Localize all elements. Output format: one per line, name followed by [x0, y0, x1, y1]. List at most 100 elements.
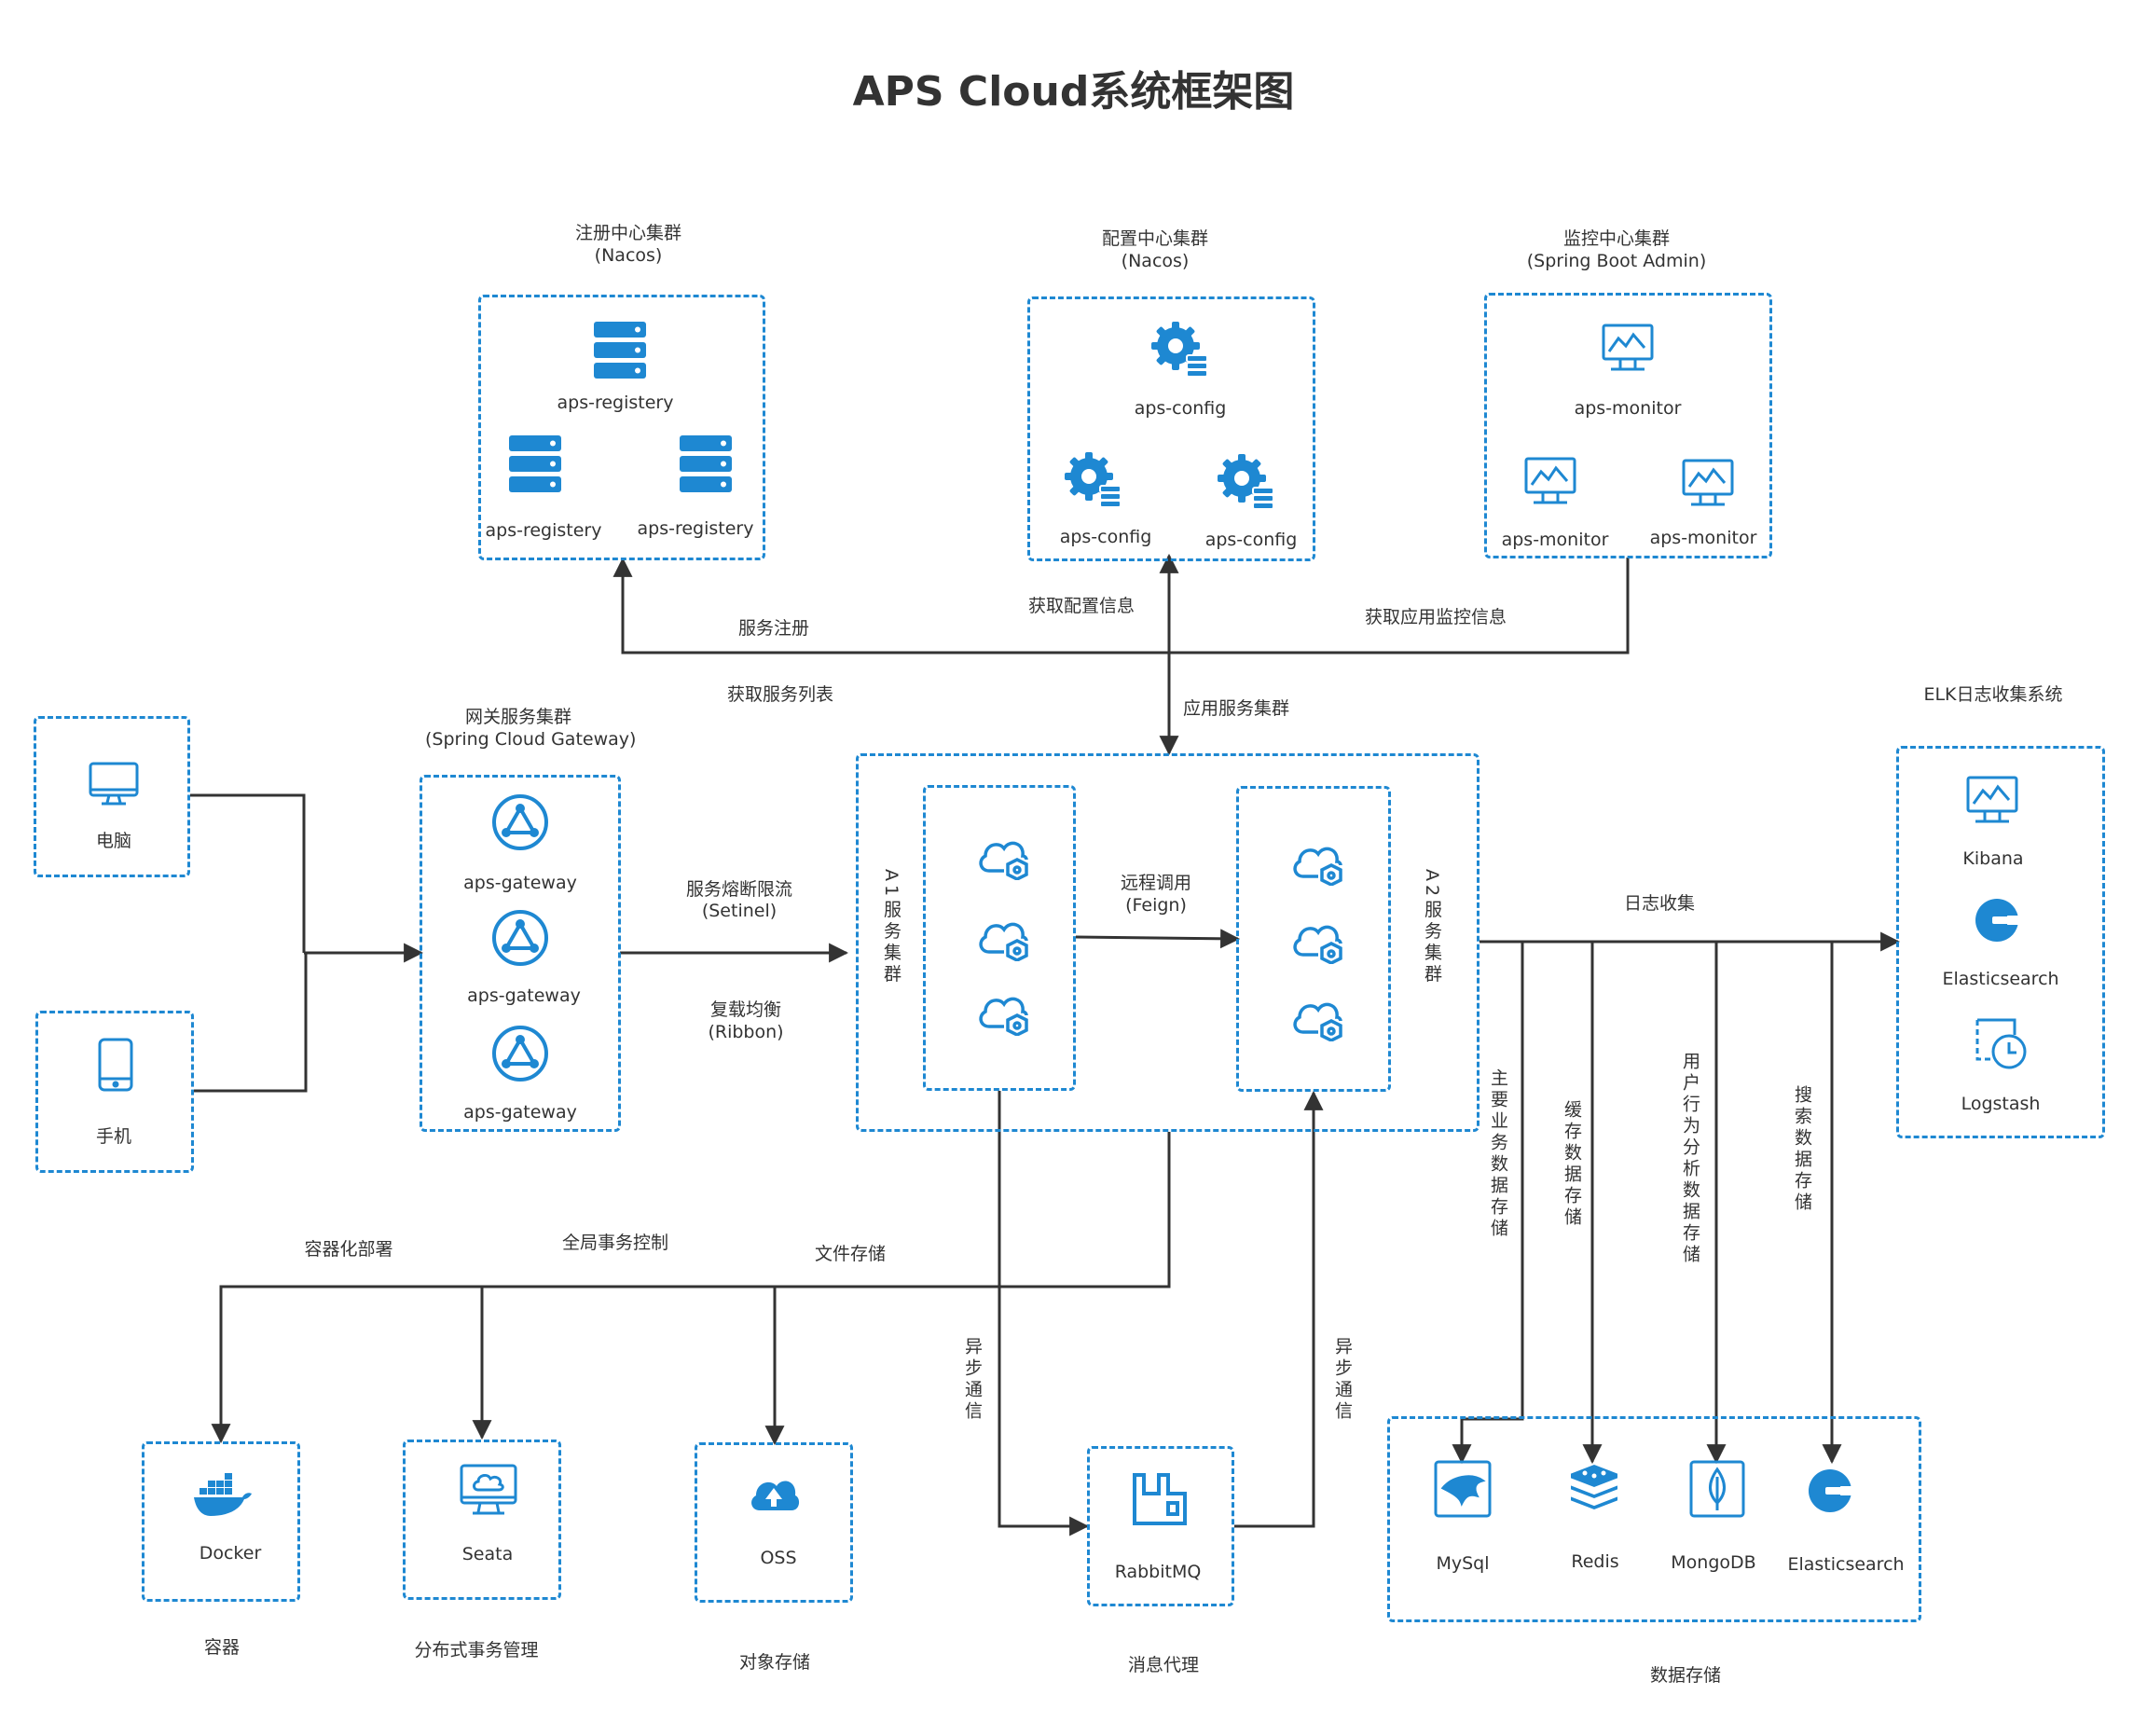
server-icon [509, 435, 561, 497]
edge-label-circuit: 服务熔断限流 [685, 879, 792, 900]
phone-link [194, 953, 308, 1093]
docker-caption: 容器 [203, 1637, 240, 1658]
gateway-triangle-icon [491, 1025, 549, 1086]
monitor-node-label: aps-monitor [1501, 530, 1609, 550]
gear-config-icon [1063, 450, 1122, 514]
gateway-node-label: aps-gateway [463, 873, 577, 893]
seata-cloud-monitor-icon [460, 1464, 517, 1520]
mysql-link [1452, 942, 1524, 1465]
edge-label-register: 服务注册 [737, 618, 809, 639]
phone-client-box[interactable] [35, 1011, 194, 1173]
monitor-node-label: aps-monitor [1649, 528, 1757, 548]
mongodb-label: MongoDB [1671, 1552, 1756, 1573]
mysql-label: MySql [1436, 1553, 1490, 1574]
cloud-service-icon [976, 835, 1034, 884]
edge-label-remote-sub: (Feign) [1125, 895, 1187, 916]
edge-label-get-monitor: 获取应用监控信息 [1364, 607, 1507, 627]
config-cluster-box [1027, 296, 1315, 561]
edge-label-lb: 复载均衡 [709, 999, 781, 1020]
remote-call-link [1075, 929, 1241, 949]
registry-node-label: aps-registery [485, 520, 602, 541]
rabbitmq-caption: 消息代理 [1127, 1655, 1199, 1675]
logstash-icon [1972, 1014, 2030, 1076]
a1-cluster-label: A1服务集群 [881, 869, 901, 986]
storage-caption: 数据存储 [1649, 1665, 1721, 1686]
registry-node-label: aps-registery [637, 518, 754, 539]
cloud-service-icon [976, 991, 1034, 1040]
elasticsearch-icon [1974, 897, 2020, 947]
edge-label-get-config: 获取配置信息 [1027, 596, 1135, 616]
config-sub: (Nacos) [1121, 251, 1190, 271]
rabbitmq-label: RabbitMQ [1114, 1562, 1202, 1582]
edge-label-circuit-sub: (Setinel) [701, 901, 778, 921]
monitor-node-label: aps-monitor [1574, 398, 1682, 419]
kibana-label: Kibana [1962, 848, 2024, 869]
mongodb-leaf-icon [1689, 1460, 1745, 1522]
edge-label-db-behavior: 用户行为分析数据存储 [1680, 1052, 1700, 1266]
docker-box [142, 1441, 300, 1602]
kibana-icon [1966, 776, 2018, 828]
oss-caption: 对象存储 [738, 1652, 810, 1673]
monitor-chart-icon [1602, 324, 1654, 376]
gateway-cluster-box [420, 775, 621, 1132]
rabbitmq-icon [1131, 1473, 1189, 1529]
storage-elasticsearch-label: Elasticsearch [1787, 1554, 1905, 1575]
seata-caption: 分布式事务管理 [414, 1640, 539, 1660]
gateway-node-label: aps-gateway [463, 1102, 577, 1123]
registry-cluster-box [478, 295, 765, 560]
storage-box [1387, 1416, 1921, 1622]
oss-cloud-upload-icon [747, 1471, 801, 1516]
edge-label-log: 日志收集 [1623, 893, 1695, 914]
gateway-triangle-icon [491, 909, 549, 971]
seata-label: Seata [461, 1544, 514, 1564]
app-to-bottom-link [211, 1132, 1171, 1444]
phone-icon [98, 1038, 133, 1095]
edge-label-lb-sub: (Ribbon) [708, 1022, 784, 1042]
edge-label-remote: 远程调用 [1120, 873, 1191, 893]
edge-label-get-services: 获取服务列表 [726, 684, 833, 705]
docker-label: Docker [199, 1543, 262, 1564]
monitor-chart-icon [1524, 457, 1576, 509]
oss-box [695, 1442, 853, 1603]
pc-link [190, 793, 306, 953]
edge-label-db-cache: 缓存数据存储 [1562, 1100, 1582, 1229]
app-cluster-label: 应用服务集群 [1182, 698, 1289, 719]
registry-link [612, 557, 1169, 654]
gateway-sub: (Spring Cloud Gateway) [425, 729, 637, 750]
monitor-chart-icon [1682, 459, 1734, 511]
a1-to-mq-link [998, 1091, 1090, 1536]
cloud-service-icon [1290, 997, 1348, 1045]
registry-header: 注册中心集群 [574, 223, 681, 243]
edge-label-db-search: 搜索数据存储 [1792, 1085, 1812, 1214]
seata-box [403, 1440, 561, 1600]
a1-cluster-box [923, 785, 1076, 1091]
elk-header: ELK日志收集系统 [1923, 684, 2063, 705]
config-node-label: aps-config [1204, 530, 1298, 550]
logstash-label: Logstash [1961, 1094, 2041, 1114]
cloud-service-icon [1290, 919, 1348, 968]
config-header: 配置中心集群 [1101, 228, 1208, 249]
elasticsearch-icon [1807, 1467, 1853, 1518]
edge-label-async-2: 异步通信 [1332, 1337, 1353, 1423]
cloud-service-icon [976, 916, 1034, 965]
edge-label-tx: 全局事务控制 [561, 1233, 668, 1253]
mysql-dolphin-icon [1434, 1460, 1492, 1522]
oss-label: OSS [760, 1548, 797, 1568]
config-node-label: aps-config [1059, 527, 1152, 547]
redis-icon [1568, 1462, 1620, 1514]
cloud-service-icon [1290, 841, 1348, 889]
gear-config-icon [1216, 452, 1275, 516]
server-icon [594, 322, 646, 383]
monitor-link [1169, 558, 1630, 654]
gateway-node-label: aps-gateway [467, 985, 581, 1006]
elk-elasticsearch-label: Elasticsearch [1942, 969, 2059, 989]
edge-label-db-main: 主要业务数据存储 [1488, 1068, 1508, 1240]
monitor-header: 监控中心集群 [1562, 228, 1670, 249]
gear-config-icon [1149, 320, 1209, 383]
mq-to-a2-link [1234, 1090, 1324, 1528]
pc-client-box[interactable] [34, 716, 190, 877]
gateway-triangle-icon [491, 793, 549, 855]
edge-label-async-1: 异步通信 [962, 1337, 983, 1423]
elk-box [1896, 746, 2105, 1138]
